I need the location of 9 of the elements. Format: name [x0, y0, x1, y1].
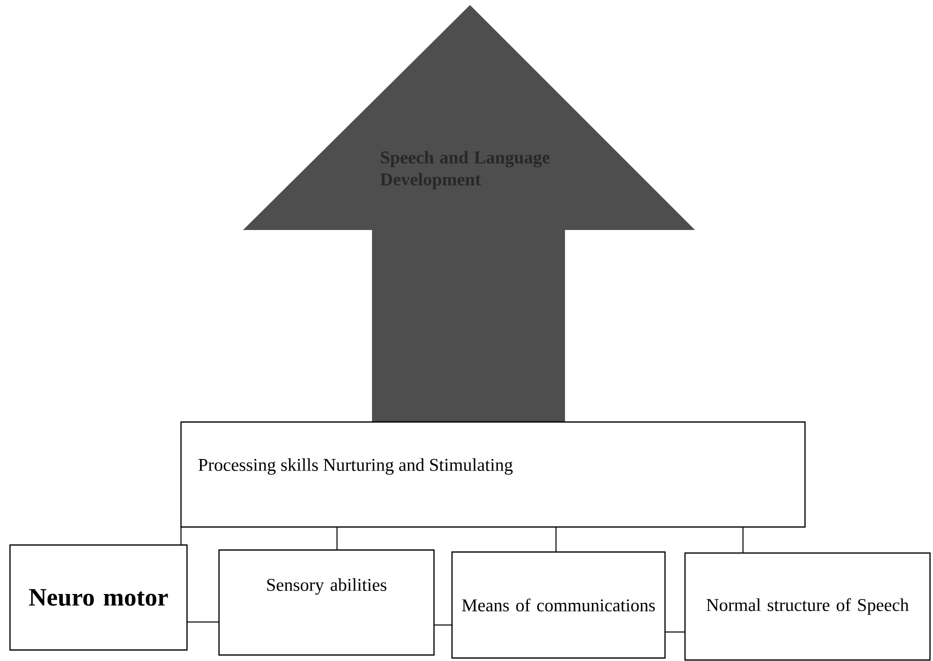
connector-line — [336, 526, 338, 550]
connector-line — [434, 624, 452, 626]
text-box: Processing skills Nurturing and Stimulating — [180, 421, 806, 528]
connector-line — [742, 526, 744, 554]
text-box: Normal structure of Speech — [684, 552, 931, 661]
connector-line — [180, 526, 182, 546]
text-box: Neuro motor — [9, 544, 188, 651]
text-box: Means of communications — [451, 551, 666, 659]
text-box: Sensory abilities — [218, 549, 435, 656]
